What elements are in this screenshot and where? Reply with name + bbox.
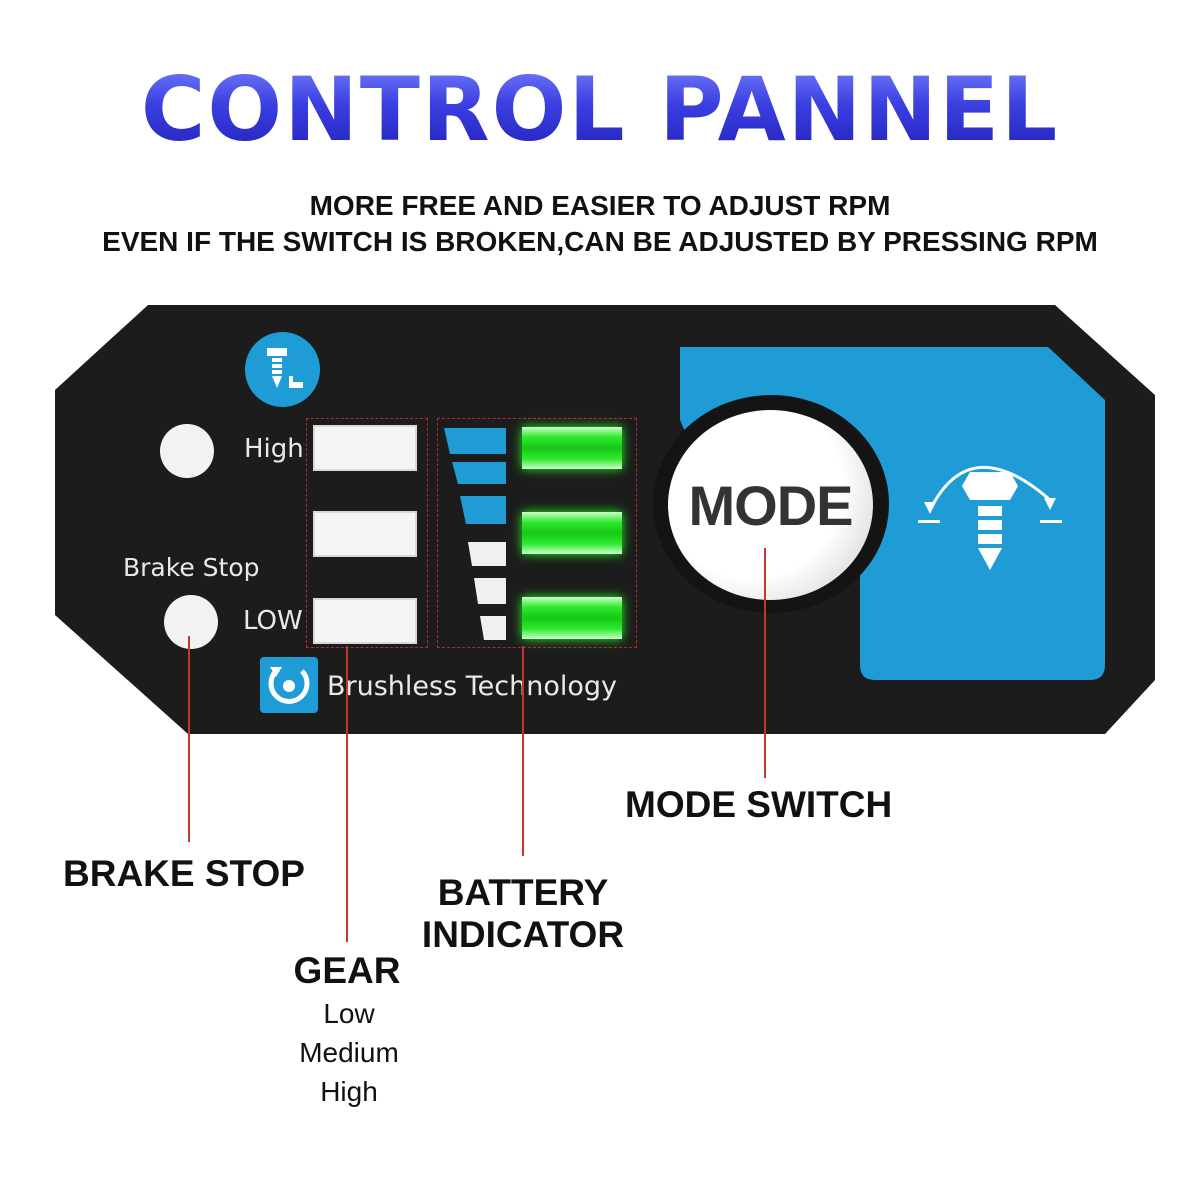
subtitle-line-2: EVEN IF THE SWITCH IS BROKEN,CAN BE ADJU… xyxy=(102,226,1098,257)
mode-switch-callout-line xyxy=(764,548,766,778)
brushless-label: Brushless Technology xyxy=(327,671,617,702)
battery-level-wedge xyxy=(444,428,506,640)
brake-stop-led xyxy=(164,595,218,649)
brake-stop-callout-line xyxy=(188,636,190,842)
brake-stop-label: BRAKE STOP xyxy=(63,853,305,894)
battery-section-outline xyxy=(437,418,637,648)
gear-option-medium: Medium xyxy=(299,1037,399,1068)
battery-label-line-1: BATTERY xyxy=(437,872,609,913)
battery-indicator-label: BATTERY INDICATOR xyxy=(415,872,631,956)
mode-button-label: MODE xyxy=(688,473,854,537)
high-label: High xyxy=(244,434,304,464)
gear-medium-indicator xyxy=(313,511,417,557)
battery-callout-line xyxy=(522,646,524,856)
gear-low-indicator xyxy=(313,598,417,644)
gear-label: GEAR xyxy=(293,950,401,991)
brushless-icon xyxy=(260,657,318,713)
low-label: LOW xyxy=(243,606,303,636)
gear-options-list: Low Medium High xyxy=(279,994,419,1111)
battery-bar-low xyxy=(522,597,622,639)
mode-button[interactable]: MODE xyxy=(668,410,873,600)
battery-label-line-2: INDICATOR xyxy=(421,914,625,955)
mode-switch-label: MODE SWITCH xyxy=(625,784,893,825)
gear-option-low: Low xyxy=(323,998,375,1029)
battery-bar-medium xyxy=(522,512,622,554)
gear-section-outline xyxy=(306,418,428,648)
battery-bar-high xyxy=(522,427,622,469)
page-title: CONTROL PANNEL xyxy=(0,58,1200,161)
gear-option-high: High xyxy=(320,1076,378,1107)
subtitle-line-1: MORE FREE AND EASIER TO ADJUST RPM xyxy=(309,190,891,221)
gear-high-indicator xyxy=(313,425,417,471)
brake-stop-panel-label: Brake Stop xyxy=(123,553,260,582)
torque-icon xyxy=(245,332,320,407)
gear-callout-line xyxy=(346,646,348,942)
high-indicator-led xyxy=(160,424,214,478)
rotate-screw-icon xyxy=(918,466,1062,570)
